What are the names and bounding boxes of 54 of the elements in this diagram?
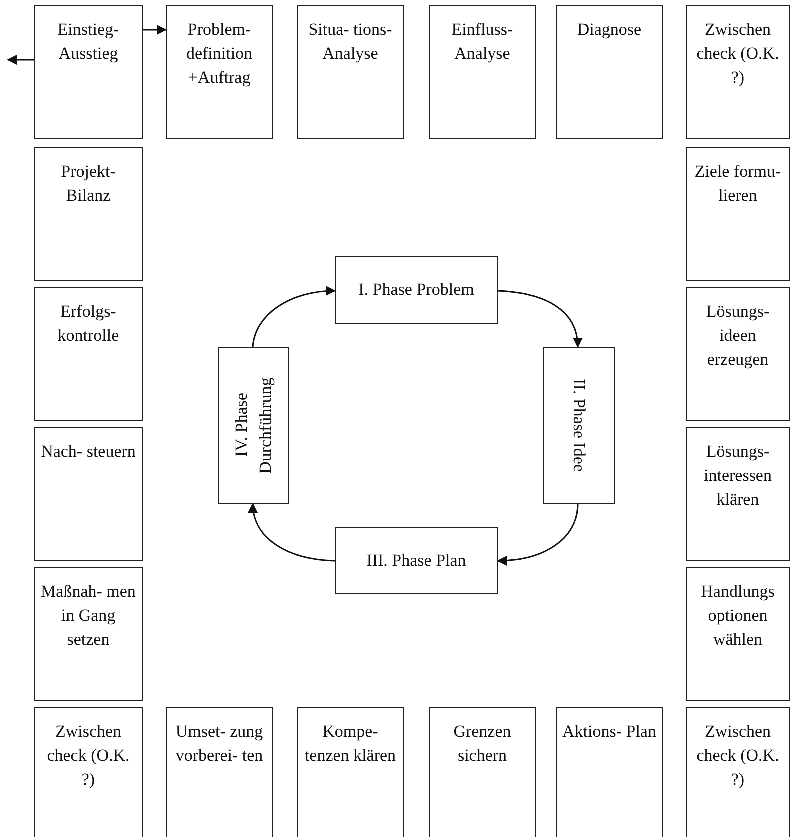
step-box <box>166 707 273 837</box>
phase-box <box>543 347 615 504</box>
step-label: Handlungs optionen wählen <box>700 581 776 651</box>
phase-label: IV. Phase Durchführung <box>230 376 276 476</box>
arrow <box>248 503 336 562</box>
phase-label: I. Phase Problem <box>358 279 476 301</box>
step-label: Umset- zung vorberei- ten <box>174 721 264 767</box>
step-box <box>686 567 790 701</box>
step-box <box>556 707 663 837</box>
step-box <box>686 147 790 281</box>
step-label: Diagnose <box>576 19 643 41</box>
arrow <box>498 290 582 348</box>
arrow <box>143 25 167 35</box>
arrow <box>7 55 34 65</box>
step-label: Lösungs- ideen erzeugen <box>705 301 771 371</box>
step-box <box>686 5 790 139</box>
step-box <box>34 707 143 837</box>
step-box <box>34 567 143 701</box>
phase-label: III. Phase Plan <box>366 550 468 572</box>
step-box <box>429 5 536 139</box>
step-label: Maßnah- men in Gang setzen <box>40 581 137 651</box>
step-box <box>556 5 663 139</box>
step-label: Nach- steuern <box>40 441 137 463</box>
step-label: Kompe- tenzen klären <box>304 721 398 767</box>
step-label: Grenzen sichern <box>452 721 512 767</box>
step-box <box>297 707 404 837</box>
step-box <box>166 5 273 139</box>
step-label: Aktions- Plan <box>562 721 658 743</box>
phase-box <box>335 527 498 594</box>
step-box <box>686 707 790 837</box>
step-label: Projekt- Bilanz <box>60 161 117 207</box>
step-label: Zwischen check (O.K. ?) <box>696 19 780 89</box>
step-box <box>686 287 790 421</box>
step-label: Problem- definition +Auftrag <box>185 19 254 89</box>
phase-box <box>218 347 289 504</box>
arrow <box>497 504 579 566</box>
step-box <box>34 5 143 139</box>
step-box <box>686 427 790 561</box>
step-label: Erfolgs- kontrolle <box>56 301 120 347</box>
step-box <box>34 427 143 561</box>
arrow <box>252 286 336 348</box>
step-label: Lösungs- interessen klären <box>703 441 773 511</box>
step-label: Einstieg- Ausstieg <box>56 19 120 65</box>
step-label: Zwischen check (O.K. ?) <box>46 721 131 791</box>
step-box <box>34 287 143 421</box>
phase-label: II. Phase Idee <box>569 379 590 472</box>
step-box <box>34 147 143 281</box>
step-box <box>429 707 536 837</box>
step-label: Einfluss- Analyse <box>450 19 514 65</box>
phase-box <box>335 256 498 324</box>
step-label: Zwischen check (O.K. ?) <box>696 721 780 791</box>
step-label: Situa- tions- Analyse <box>308 19 394 65</box>
step-label: Ziele formu- lieren <box>694 161 782 207</box>
step-box <box>297 5 404 139</box>
